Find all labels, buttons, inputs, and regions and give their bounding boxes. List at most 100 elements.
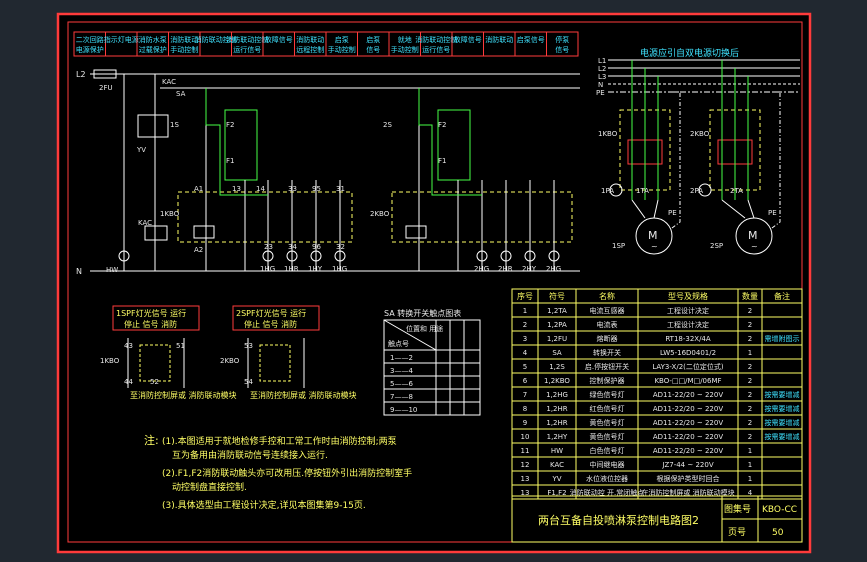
ta2-label: 2TA xyxy=(730,187,743,195)
kbo1-coil xyxy=(193,225,215,239)
atlas-value: KBO-CC xyxy=(762,505,797,515)
bus-l3: L3 xyxy=(598,73,606,81)
pe1-label: PE xyxy=(668,209,677,217)
yv-label: YV xyxy=(136,146,146,154)
sa-row-1: 1——2 xyxy=(390,354,413,362)
header-cell-8-line-1: 消防联动 xyxy=(296,35,324,44)
parts-header-3: 型号及规格 xyxy=(668,291,708,301)
motor2-phase: ~ xyxy=(751,242,758,251)
lamp2-label: 1HR xyxy=(284,265,299,273)
sub2-t53: 53 xyxy=(244,342,253,350)
kbo2-coil xyxy=(405,225,427,239)
term-31: 31 xyxy=(336,185,345,193)
parts-cell-r12-4: 1 xyxy=(748,461,752,469)
bus-l1: L1 xyxy=(598,57,606,65)
parts-cell-r7-0: 7 xyxy=(523,391,527,399)
notes-label: 注: xyxy=(144,433,159,447)
parts-cell-r8-1: 1,2HR xyxy=(546,405,567,413)
parts-cell-r8-0: 8 xyxy=(523,405,527,413)
sub-box-2 xyxy=(232,305,320,331)
sub1-t52: 52 xyxy=(150,378,159,386)
control-header-row: 二次回路电源保护指示灯电源消防水泵过载保护消防联动手动控制消防联动控制消防联动控… xyxy=(73,31,579,57)
pe2-label: PE xyxy=(768,209,777,217)
parts-header-4: 数量 xyxy=(742,291,758,301)
sub-box-1 xyxy=(112,305,200,331)
parts-cell-r2-0: 2 xyxy=(523,321,527,329)
fuse-2fu xyxy=(93,69,117,79)
parts-cell-r11-1: HW xyxy=(551,447,563,455)
parts-cell-r14-4: 4 xyxy=(748,489,753,497)
parts-header-2: 名称 xyxy=(599,291,615,301)
parts-cell-r6-1: 1,2KBO xyxy=(544,377,570,385)
page-label: 页号 xyxy=(728,527,746,538)
parts-cell-r3-5: 需增附图示 xyxy=(765,334,800,343)
kbo1-box xyxy=(177,191,353,243)
drawing-sheet xyxy=(58,14,810,552)
parts-cell-r2-2: 电流表 xyxy=(597,320,618,329)
parts-cell-r14-3: 在消防控制屏或 消防联动模块 xyxy=(641,488,734,497)
sa-row-2: 3——4 xyxy=(390,367,413,375)
parts-cell-r14-0: 13 xyxy=(521,489,530,497)
power-title: 电源应引自双电源切换后 xyxy=(640,47,739,59)
parts-cell-r14-2: 消防联动控 开.常闭触点 xyxy=(570,488,644,497)
parts-cell-r11-4: 1 xyxy=(748,447,752,455)
l2-label: L2 xyxy=(76,70,86,79)
term-32: 32 xyxy=(336,243,345,251)
parts-cell-r7-5: 按需要增减 xyxy=(765,390,800,399)
f2b-label: F2 xyxy=(438,121,446,129)
term-14: 14 xyxy=(256,185,265,193)
parts-cell-r4-1: SA xyxy=(552,349,562,357)
sub1-t43: 43 xyxy=(124,342,133,350)
header-cell-9-line-2: 手动控制 xyxy=(328,45,356,54)
parts-cell-r12-2: 中间继电器 xyxy=(590,460,625,469)
term-33: 33 xyxy=(288,185,297,193)
header-cell-12-line-2: 运行信号 xyxy=(422,45,450,54)
note-3: (2).F1,F2消防联动触头亦可改用压.停按钮外引出消防控制室手 xyxy=(162,467,412,479)
parts-cell-r11-2: 白色信号灯 xyxy=(590,446,625,455)
note-2: 互为备用由消防联动信号连续接入运行. xyxy=(172,449,328,461)
header-cell-7-line-1: 故障信号 xyxy=(265,35,293,44)
header-cell-6-line-1: 消防联动控制 xyxy=(226,35,268,44)
note-4: 动控制盘直接控制. xyxy=(172,481,247,493)
power-diagram xyxy=(608,59,800,255)
parts-header-0: 序号 xyxy=(517,291,533,301)
f1a-label: F1 xyxy=(226,157,234,165)
atlas-label: 图集号 xyxy=(724,503,751,515)
parts-cell-r4-2: 转换开关 xyxy=(593,348,621,357)
term-96: 96 xyxy=(312,243,321,251)
term-a1: A1 xyxy=(194,185,203,193)
sa-row-3: 5——6 xyxy=(390,380,413,388)
parts-cell-r11-3: AD11-22/20 ~ 220V xyxy=(653,447,723,455)
sa-row-5: 9——10 xyxy=(390,406,417,414)
parts-cell-r1-1: 1,2TA xyxy=(547,307,567,315)
sub2-caption: 至消防控制屏或 消防联动模块 xyxy=(250,390,357,400)
parts-cell-r8-5: 按需要增减 xyxy=(765,404,800,413)
parts-cell-r13-3: 根据保护类型时回合 xyxy=(657,474,720,483)
header-cell-5-line-1: 消防联动控制 xyxy=(195,35,237,44)
parts-cell-r2-1: 1,2PA xyxy=(547,321,567,329)
parts-cell-r3-4: 2 xyxy=(748,335,752,343)
header-cell-10-line-1: 启泵 xyxy=(366,35,380,44)
sub2-title: 2SPF灯光信号 运行 xyxy=(236,308,306,318)
term-23: 23 xyxy=(264,243,273,251)
term-a2: A2 xyxy=(194,246,203,254)
hw-lamp xyxy=(118,250,130,262)
header-cell-9-line-1: 启泵 xyxy=(335,35,349,44)
kac-coil-label: KAC xyxy=(138,219,152,227)
parts-cell-r6-3: KBO-□□/M□/06MF xyxy=(654,377,721,385)
s2-label: 2S xyxy=(383,121,392,129)
outer-frame xyxy=(56,12,812,554)
ta1-label: 1TA xyxy=(636,187,649,195)
parts-cell-r9-2: 黄色信号灯 xyxy=(590,418,625,427)
parts-cell-r5-1: 1,2S xyxy=(549,363,565,371)
note-1: (1).本图适用于就地检修手控和工常工作时由消防控制;两泵 xyxy=(162,435,397,447)
lamp3-label: 1HY xyxy=(308,265,323,273)
header-cell-12-line-1: 消防联动控制 xyxy=(415,35,457,44)
yv-contact xyxy=(137,114,169,138)
lamp4-label: 1HG xyxy=(332,265,347,273)
sub1-caption: 至消防控制屏或 消防联动模块 xyxy=(130,390,237,400)
parts-cell-r9-4: 2 xyxy=(748,419,752,427)
term-95: 95 xyxy=(312,185,321,193)
